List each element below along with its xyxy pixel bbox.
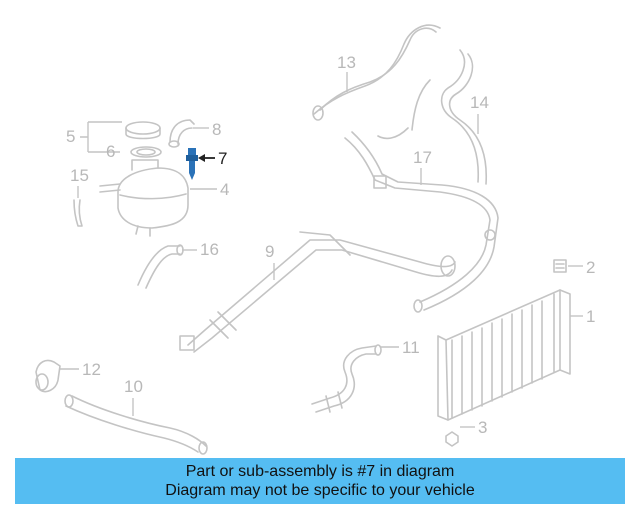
part-7-bolt <box>186 148 198 180</box>
callout-17: 17 <box>413 148 432 167</box>
info-banner: Part or sub-assembly is #7 in diagram Di… <box>15 458 625 504</box>
callout-6: 6 <box>106 142 115 161</box>
parts-diagram: 13 14 17 9 5 6 <box>35 24 595 455</box>
part-2-clip <box>553 259 567 273</box>
part-9-pipe <box>179 231 456 353</box>
callout-14: 14 <box>470 93 489 112</box>
callout-8: 8 <box>212 120 221 139</box>
callout-4: 4 <box>220 180 229 199</box>
part-8-hose <box>168 119 195 148</box>
callout-2: 2 <box>586 258 595 277</box>
callout-16: 16 <box>200 240 219 259</box>
part-3-nut <box>445 431 459 447</box>
part-14-hose <box>377 49 488 185</box>
callout-3: 3 <box>478 418 487 437</box>
part-11-hose <box>311 344 382 413</box>
part-17-pipe <box>344 131 499 313</box>
callout-10: 10 <box>124 377 143 396</box>
leader-5 <box>80 121 122 153</box>
callout-1: 1 <box>586 307 595 326</box>
part-13-hose <box>312 24 441 121</box>
part-15-hose <box>73 199 83 227</box>
part-5-cap <box>125 121 161 140</box>
banner-line-1: Part or sub-assembly is #7 in diagram <box>185 463 455 480</box>
callout-9: 9 <box>265 242 274 261</box>
callout-7: 7 <box>218 149 227 168</box>
callout-5: 5 <box>66 127 75 146</box>
part-6-gasket <box>130 146 162 158</box>
part-12-elbow <box>35 359 61 393</box>
callout-12: 12 <box>82 360 101 379</box>
part-10-hose <box>64 394 208 455</box>
part-1-radiator <box>437 289 571 421</box>
banner-line-2: Diagram may not be specific to your vehi… <box>165 482 475 499</box>
callout-11: 11 <box>402 338 420 357</box>
callout-15: 15 <box>70 166 89 185</box>
callout-13: 13 <box>337 53 356 72</box>
part-16-hose <box>137 244 184 289</box>
leader-7-arrow <box>198 154 205 162</box>
part-4-tank <box>99 159 189 237</box>
